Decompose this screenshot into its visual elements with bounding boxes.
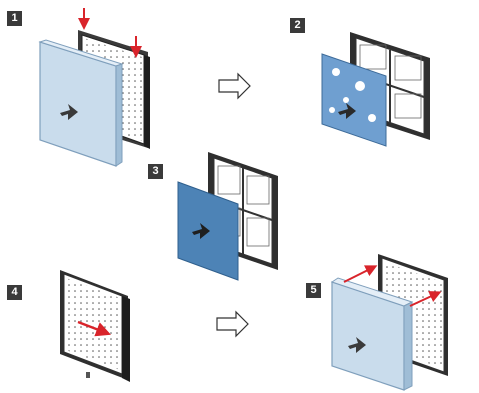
next-arrow-icon — [217, 312, 248, 336]
step-3-illustration — [178, 152, 278, 280]
step-1-illustration — [40, 8, 150, 166]
step-5-illustration — [332, 254, 448, 390]
step-4-illustration — [60, 270, 130, 382]
next-arrow-icon — [219, 74, 250, 98]
step-2-illustration — [322, 32, 430, 146]
red-push-arrow-icon — [344, 268, 372, 282]
